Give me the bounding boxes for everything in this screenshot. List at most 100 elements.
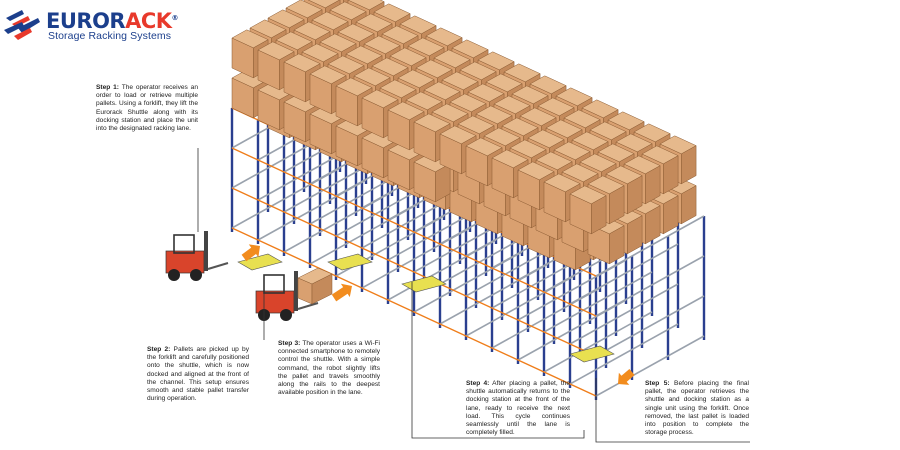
box-top (633, 123, 671, 143)
box-top (397, 69, 435, 89)
rack-rail (595, 295, 705, 357)
box-top (659, 135, 697, 155)
box-top (283, 53, 321, 73)
box-top (561, 163, 599, 183)
pallet-boxes (231, 0, 697, 271)
box-top (267, 9, 305, 29)
box-top (475, 105, 513, 125)
box-top (545, 119, 583, 139)
box-top (425, 27, 463, 47)
box-top (597, 143, 635, 163)
box-top (641, 145, 679, 165)
rack-rail (595, 215, 705, 277)
brand-logo: EURORACK® Storage Racking Systems (4, 6, 178, 50)
box-top (467, 83, 505, 103)
box-top (457, 115, 495, 135)
box-top (509, 139, 547, 159)
box-top (535, 151, 573, 171)
box-top (285, 0, 323, 19)
box-top (553, 141, 591, 161)
box-top (563, 109, 601, 129)
rack-rail (569, 243, 679, 305)
box-top (459, 61, 497, 81)
step-2-text: Step 2: Pallets are picked up by the for… (147, 346, 250, 403)
box-top (485, 73, 523, 93)
forklift-icon-1 (165, 231, 229, 281)
box-top (569, 185, 607, 205)
carried-pallet-side (311, 273, 333, 305)
box-top (501, 117, 539, 137)
box-top (405, 91, 443, 111)
box-top (363, 35, 401, 55)
box-top (319, 33, 357, 53)
box-top (477, 51, 515, 71)
box-top (615, 133, 653, 153)
box-top (249, 19, 287, 39)
box-top (439, 125, 477, 145)
box-top (347, 0, 385, 11)
box-top (387, 101, 425, 121)
box-top (433, 49, 471, 69)
shuttle-icon (569, 345, 615, 363)
box-top (517, 161, 555, 181)
box-top (423, 81, 461, 101)
box-top (537, 97, 575, 117)
box-top (355, 13, 393, 33)
box-top (413, 113, 451, 133)
box-top (579, 153, 617, 173)
box-top (335, 77, 373, 97)
box-top (605, 165, 643, 185)
box-top (543, 173, 581, 193)
box-top (379, 79, 417, 99)
step-1-text: Step 1: The operator receives an order t… (96, 84, 198, 133)
box-top (275, 31, 313, 51)
box-top (389, 47, 427, 67)
box-top (371, 57, 409, 77)
eurorack-logo-icon (4, 10, 40, 40)
box-top (529, 75, 567, 95)
arrow-icon-step1 (241, 244, 260, 262)
box-top (581, 99, 619, 119)
rack-rail (569, 283, 679, 345)
box-top (381, 25, 419, 45)
box-top (301, 43, 339, 63)
box-top (491, 149, 529, 169)
box-top (431, 103, 469, 123)
box-top (311, 11, 349, 31)
box-top (407, 37, 445, 57)
box-top (307, 0, 340, 9)
box-top (353, 67, 391, 87)
box-top (623, 155, 661, 175)
box-top (327, 55, 365, 75)
box-top (415, 59, 453, 79)
box-top (361, 89, 399, 109)
box-top (503, 63, 541, 83)
arrow-icon-step3 (331, 283, 352, 302)
brand-tagline: Storage Racking Systems (48, 30, 172, 42)
box-top (607, 111, 645, 131)
box-top (589, 121, 627, 141)
box-top (231, 29, 269, 49)
box-top (373, 3, 411, 23)
shuttle-icon (327, 253, 373, 271)
box-top (441, 71, 479, 91)
step-5-text: Step 5: Before placing the final pallet,… (645, 380, 749, 437)
box-top (511, 85, 549, 105)
step-4-text: Step 4: After placing a pallet, the shut… (466, 380, 570, 437)
box-top (399, 15, 437, 35)
box-top (587, 175, 625, 195)
box-top (449, 93, 487, 113)
box-top (527, 129, 565, 149)
step-3-text: Step 3: The operator uses a Wi-Fi connec… (278, 340, 381, 397)
box-top (555, 87, 593, 107)
box-top (451, 39, 489, 59)
box-top (493, 95, 531, 115)
box-top (293, 21, 331, 41)
box-top (345, 45, 383, 65)
brand-name: EURORACK® (46, 9, 179, 33)
box-top (483, 127, 521, 147)
box-top (519, 107, 557, 127)
box-top (309, 65, 347, 85)
forklift-icon-2 (255, 271, 319, 321)
